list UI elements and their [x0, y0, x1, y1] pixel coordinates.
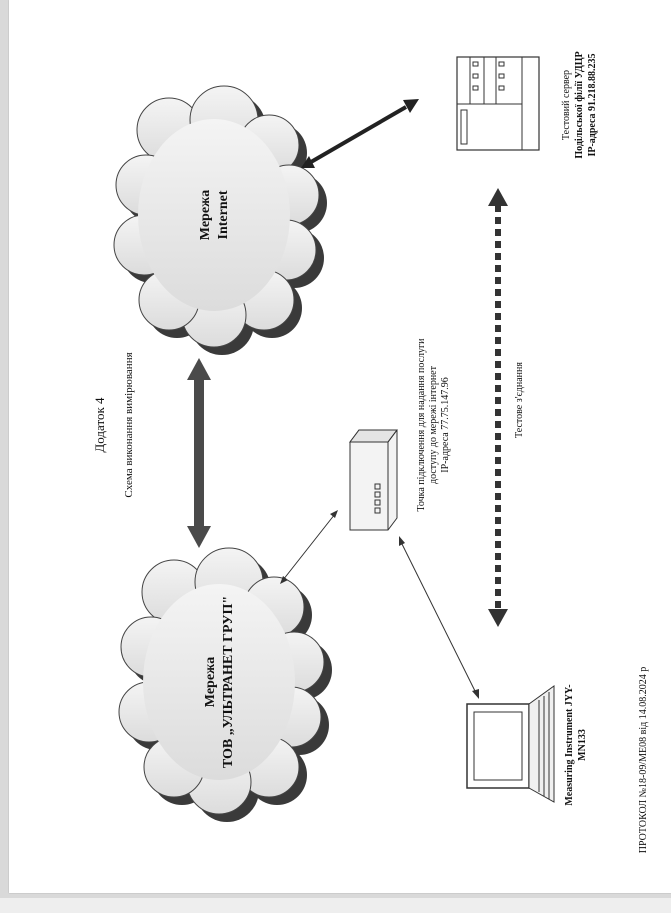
access-point-icon [349, 429, 398, 531]
isp-cloud-label-2: ТОВ „УЛЬТРАНЕТ ГРУП" [221, 596, 236, 768]
ap-label-1: Точка підключення для надання послуги [416, 338, 427, 512]
internet-cloud-label-2: Internet [216, 190, 231, 239]
isp-ap-arrow [280, 510, 338, 584]
server-label-1: Тестовий сервер [561, 70, 572, 140]
internet-cloud: Мережа Internet [113, 85, 327, 355]
document-sheet: Мережа Internet Мережа ТОВ „УЛЬТРАНЕТ ГР… [9, 0, 671, 893]
cloud-link-arrow [187, 358, 211, 548]
ap-label-3: IP-адреса 77.75.147.96 [440, 377, 451, 472]
footer-text: ПРОТОКОЛ №18-09/МЕ08 від 14.08.2024 р [638, 667, 649, 854]
test-link-arrow [488, 188, 508, 627]
server-label-2: Подільської філії УДЦР [574, 51, 585, 158]
ap-laptop-arrow [399, 536, 479, 699]
internet-server-arrow [301, 99, 419, 168]
network-diagram: Мережа Internet Мережа ТОВ „УЛЬТРАНЕТ ГР… [92, 51, 649, 854]
appendix-title: Додаток 4 [92, 397, 107, 453]
test-server-icon [456, 56, 540, 151]
test-link-label: Тестове з'єднання [514, 362, 525, 438]
internet-cloud-label-1: Мережа [198, 190, 213, 240]
laptop-icon [466, 685, 555, 803]
isp-cloud-label-1: Мережа [203, 657, 218, 707]
scheme-title: Схема виконання вимірювання [123, 352, 135, 497]
isp-cloud: Мережа ТОВ „УЛЬТРАНЕТ ГРУП" [118, 547, 332, 822]
laptop-label-1: Measuring Instrument JYY- [564, 684, 575, 805]
viewer-bottom-strip [0, 898, 671, 913]
ap-label-2: доступу до мережі інтернет [428, 365, 439, 484]
server-label-3: IP-адреса 91.218.88.235 [587, 53, 598, 156]
laptop-label-2: MN133 [577, 729, 588, 761]
